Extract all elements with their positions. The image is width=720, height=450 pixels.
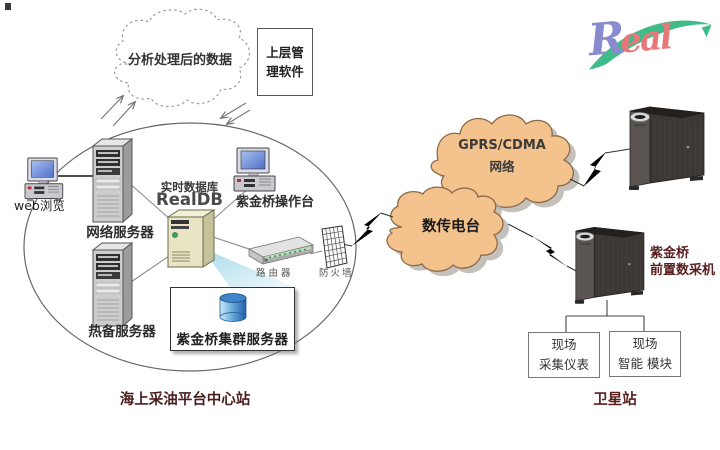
network-server-icon — [91, 137, 134, 224]
gprs-cloud-label-line2: 网络 — [489, 159, 515, 174]
realdb-label-line1: 实时数据库 — [160, 180, 219, 194]
corner-speck — [5, 3, 11, 10]
web-browse-label: web浏览 — [14, 198, 65, 213]
field-instrument-line2: 采集仪表 — [538, 357, 589, 372]
lightning-bolt-gprs — [583, 152, 606, 187]
management-software-box: 上层管 理软件 — [257, 28, 313, 96]
cluster-beam — [202, 248, 294, 287]
logo-letters-eal: eal — [618, 17, 673, 62]
realdb-server-icon — [166, 209, 216, 268]
operator-console-pc-icon — [233, 147, 276, 192]
management-software-line1: 上层管 — [266, 44, 304, 60]
radio-cloud-label: 数传电台 — [422, 219, 480, 235]
gprs-cloud-label-line1: GPRS/CDMA — [458, 138, 546, 153]
operator-console-label: 紫金桥操作台 — [236, 195, 315, 210]
database-cylinder-icon — [219, 293, 246, 322]
realdb-label-line2: RealDB — [156, 190, 223, 209]
real-logo: Real — [580, 2, 720, 85]
front-machine-label: 紫金桥 前置数采机 — [650, 246, 715, 280]
front-server-upper-icon — [629, 106, 705, 190]
hot-backup-server-label: 热备服务器 — [88, 324, 156, 340]
satellite-station-caption: 卫星站 — [593, 392, 637, 408]
field-module-line1: 现场 — [632, 336, 658, 351]
cluster-server-box: 紫金桥集群服务器 — [170, 287, 295, 351]
field-instrument-line1: 现场 — [551, 337, 577, 352]
router-icon — [247, 236, 315, 265]
cluster-server-label: 紫金桥集群服务器 — [176, 332, 289, 348]
radio-cloud-shape — [386, 186, 509, 277]
field-instrument-box: 现场 采集仪表 — [528, 332, 600, 378]
processed-data-cloud-label: 分析处理后的数据 — [127, 53, 232, 68]
processed-data-cloud — [113, 8, 251, 108]
hot-backup-server-icon — [91, 241, 134, 328]
downlink-arrows — [221, 102, 251, 124]
firewall-label: 防火墙 — [319, 268, 354, 279]
front-server-lower-icon — [574, 226, 645, 304]
front-machine-label-line2: 前置数采机 — [650, 262, 716, 278]
center-station-boundary — [23, 122, 357, 372]
logo-swoosh-icon — [588, 20, 712, 70]
field-module-line2: 智能 模块 — [618, 356, 672, 371]
field-bus-lines — [565, 300, 645, 332]
radio-link-lines — [341, 148, 631, 273]
lightning-bolt-radio — [532, 236, 568, 267]
center-station-caption: 海上采油平台中心站 — [119, 392, 251, 408]
management-software-line2: 理软件 — [266, 64, 304, 79]
firewall-icon — [321, 225, 348, 269]
lightning-bolt-firewall — [352, 212, 382, 246]
front-machine-label-line1: 紫金桥 — [650, 246, 690, 261]
network-server-label: 网络服务器 — [86, 225, 154, 241]
logo-text: Real — [586, 12, 673, 66]
uplink-arrows — [100, 96, 135, 127]
field-module-box: 现场 智能 模块 — [609, 331, 681, 377]
web-browse-pc-icon — [24, 157, 64, 202]
router-label: 路由器 — [256, 268, 294, 279]
